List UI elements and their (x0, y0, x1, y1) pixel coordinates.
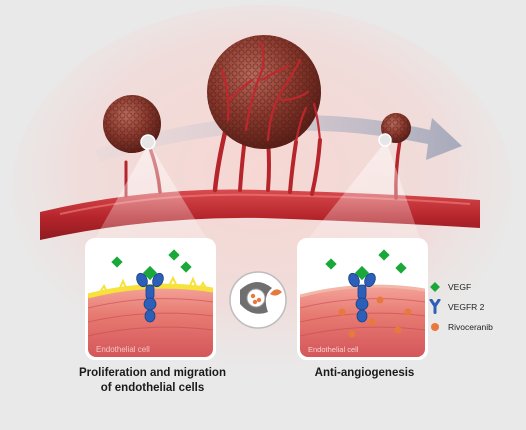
legend-label-vegf: VEGF (448, 282, 472, 292)
tumor-vasculature (220, 40, 322, 144)
vegfr2-receptor (136, 272, 164, 323)
vegf-molecule (180, 261, 192, 273)
zoom-cone-left (92, 148, 210, 244)
legend-item-vegfr2: VEGFR 2 (428, 299, 485, 314)
receptor-y-icon (428, 299, 442, 314)
right-panel: Endothelial cell (297, 238, 428, 360)
vegfr2-receptor (348, 272, 376, 323)
legend-item-vegf: VEGF (428, 280, 471, 294)
tissue-label-right: Endothelial cell (308, 345, 359, 354)
vegf-molecule (395, 262, 407, 274)
caption-left: Proliferation and migration of endotheli… (60, 366, 245, 396)
vegf-molecule-bound (354, 265, 370, 281)
green-diamond-icon (428, 280, 442, 294)
legend-item-rivoceranib: Rivoceranib (428, 320, 493, 334)
vegf-molecule (378, 249, 390, 261)
vegf-molecule (168, 249, 180, 261)
caption-left-line2: of endothelial cells (100, 382, 205, 394)
caption-right: Anti-angiogenesis (314, 367, 415, 379)
rivoceranib-molecules (338, 296, 412, 338)
progression-arrow (95, 114, 462, 162)
zoom-cone-right (304, 146, 422, 244)
orange-dot-icon (428, 320, 442, 334)
drug-pill-illustration (229, 271, 287, 329)
zoom-point-left (140, 134, 156, 150)
vegf-molecule (325, 258, 337, 270)
legend-label-rivoceranib: Rivoceranib (448, 322, 493, 332)
legend-label-vegfr2: VEGFR 2 (448, 302, 485, 312)
vegf-molecule-bound (142, 265, 158, 281)
left-panel: Endothelial cell (85, 238, 216, 360)
tissue-label-left: Endothelial cell (96, 345, 150, 354)
zoom-point-right (378, 133, 392, 147)
large-tumor (207, 35, 322, 149)
caption-left-line1: Proliferation and migration (79, 367, 226, 379)
